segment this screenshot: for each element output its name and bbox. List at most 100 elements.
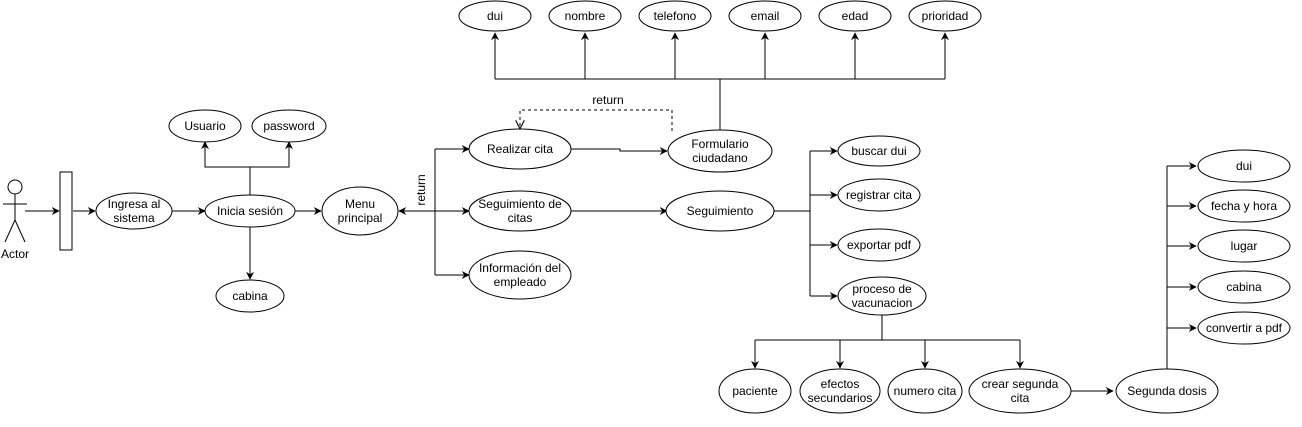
- use-case-dui-segunda[interactable]: dui: [1197, 149, 1291, 183]
- use-case-paciente[interactable]: paciente: [718, 368, 792, 414]
- use-case-shape[interactable]: [837, 228, 921, 262]
- actor: Actor: [1, 179, 29, 261]
- use-case-lugar[interactable]: lugar: [1197, 229, 1291, 263]
- use-case-shape[interactable]: [837, 135, 921, 167]
- use-case-shape[interactable]: [458, 0, 532, 32]
- use-case-usuario[interactable]: Usuario: [168, 109, 242, 143]
- use-case-shape[interactable]: [718, 368, 792, 414]
- edges: [25, 32, 1197, 395]
- use-case-shape[interactable]: [95, 192, 173, 230]
- use-case-registrar-cita[interactable]: registrar cita: [837, 178, 921, 212]
- use-case-label: Seguimiento de: [478, 197, 562, 211]
- use-case-numero-cita[interactable]: numero cita: [887, 368, 963, 414]
- use-case-edad[interactable]: edad: [818, 0, 892, 32]
- use-case-label: paciente: [732, 384, 778, 398]
- use-case-shape[interactable]: [799, 368, 881, 414]
- use-case-label: fecha y hora: [1211, 199, 1277, 213]
- use-case-dui-form[interactable]: dui: [458, 0, 532, 32]
- use-case-label: cita: [1011, 391, 1030, 405]
- use-case-label: Seguimiento: [687, 204, 754, 218]
- use-case-label: sistema: [113, 211, 155, 225]
- use-case-shape[interactable]: [215, 279, 285, 313]
- use-case-shape[interactable]: [908, 0, 982, 32]
- use-case-label: lugar: [1231, 239, 1258, 253]
- use-case-fecha-hora[interactable]: fecha y hora: [1197, 189, 1291, 223]
- use-case-shape[interactable]: [168, 109, 242, 143]
- use-case-label: secundarios: [808, 391, 873, 405]
- use-case-shape[interactable]: [548, 0, 622, 32]
- use-case-label: convertir a pdf: [1206, 321, 1283, 335]
- use-case-label: ciudadano: [692, 151, 748, 165]
- use-case-segunda-dosis[interactable]: Segunda dosis: [1115, 368, 1219, 414]
- use-case-shape[interactable]: [837, 276, 927, 316]
- use-case-shape[interactable]: [968, 368, 1072, 414]
- use-case-shape[interactable]: [468, 190, 572, 232]
- use-case-telefono[interactable]: telefono: [638, 0, 712, 32]
- use-case-label: Inicia sesión: [217, 204, 283, 218]
- use-case-shape[interactable]: [1197, 229, 1291, 263]
- use-case-label: Menu: [345, 197, 375, 211]
- use-case-shape[interactable]: [887, 368, 963, 414]
- use-case-shape[interactable]: [321, 186, 399, 236]
- use-case-prioridad[interactable]: prioridad: [908, 0, 982, 32]
- use-case-shape[interactable]: [251, 109, 327, 143]
- use-case-exportar-pdf[interactable]: exportar pdf: [837, 228, 921, 262]
- use-case-label: vacunacion: [852, 296, 913, 310]
- use-case-label: Usuario: [184, 119, 226, 133]
- use-case-shape[interactable]: [1197, 270, 1291, 304]
- use-case-shape[interactable]: [1197, 189, 1291, 223]
- use-case-nombre[interactable]: nombre: [548, 0, 622, 32]
- use-case-shape[interactable]: [837, 178, 921, 212]
- use-case-label: email: [751, 9, 780, 23]
- return-label-side: return: [414, 174, 428, 205]
- edge-formulario-return: [520, 109, 673, 131]
- use-case-shape[interactable]: [728, 0, 802, 32]
- use-case-shape[interactable]: [667, 129, 773, 173]
- use-case-label: nombre: [565, 9, 606, 23]
- use-case-label: Realizar cita: [487, 142, 553, 156]
- use-case-shape[interactable]: [1197, 149, 1291, 183]
- use-case-label: prioridad: [922, 9, 969, 23]
- use-case-email[interactable]: email: [728, 0, 802, 32]
- use-case-password[interactable]: password: [251, 109, 327, 143]
- use-case-shape[interactable]: [638, 0, 712, 32]
- use-case-convertir-pdf[interactable]: convertir a pdf: [1197, 311, 1291, 345]
- use-case-label: cabina: [1226, 280, 1262, 294]
- use-case-shape[interactable]: [468, 128, 572, 170]
- actor-head: [7, 179, 23, 195]
- use-case-shape[interactable]: [1115, 368, 1219, 414]
- use-case-label: cabina: [232, 289, 268, 303]
- use-case-shape[interactable]: [1197, 311, 1291, 345]
- use-case-realizar-cita[interactable]: Realizar cita: [468, 128, 572, 170]
- use-case-label: proceso de: [852, 282, 912, 296]
- use-case-shape[interactable]: [204, 194, 296, 228]
- use-case-label: Ingresa al: [108, 197, 161, 211]
- actor-body: [3, 194, 27, 243]
- use-case-cabina-login[interactable]: cabina: [215, 279, 285, 313]
- use-case-shape[interactable]: [818, 0, 892, 32]
- use-case-shape[interactable]: [468, 250, 572, 300]
- use-case-seguimiento[interactable]: Seguimiento: [665, 190, 775, 232]
- use-case-shape[interactable]: [665, 190, 775, 232]
- use-case-label: registrar cita: [846, 188, 912, 202]
- use-case-inicia-sesion[interactable]: Inicia sesión: [204, 194, 296, 228]
- use-case-label: Formulario: [691, 137, 749, 151]
- use-case-cabina-segunda[interactable]: cabina: [1197, 270, 1291, 304]
- use-case-label: Segunda dosis: [1127, 384, 1206, 398]
- use-case-buscar-dui[interactable]: buscar dui: [837, 135, 921, 167]
- use-case-label: telefono: [654, 9, 697, 23]
- use-case-label: efectos: [821, 377, 860, 391]
- use-case-label: dui: [1236, 159, 1252, 173]
- return-label-top: return: [592, 93, 623, 107]
- use-case-label: numero cita: [894, 384, 957, 398]
- use-case-label: crear segunda: [982, 377, 1059, 391]
- use-case-label: principal: [338, 211, 383, 225]
